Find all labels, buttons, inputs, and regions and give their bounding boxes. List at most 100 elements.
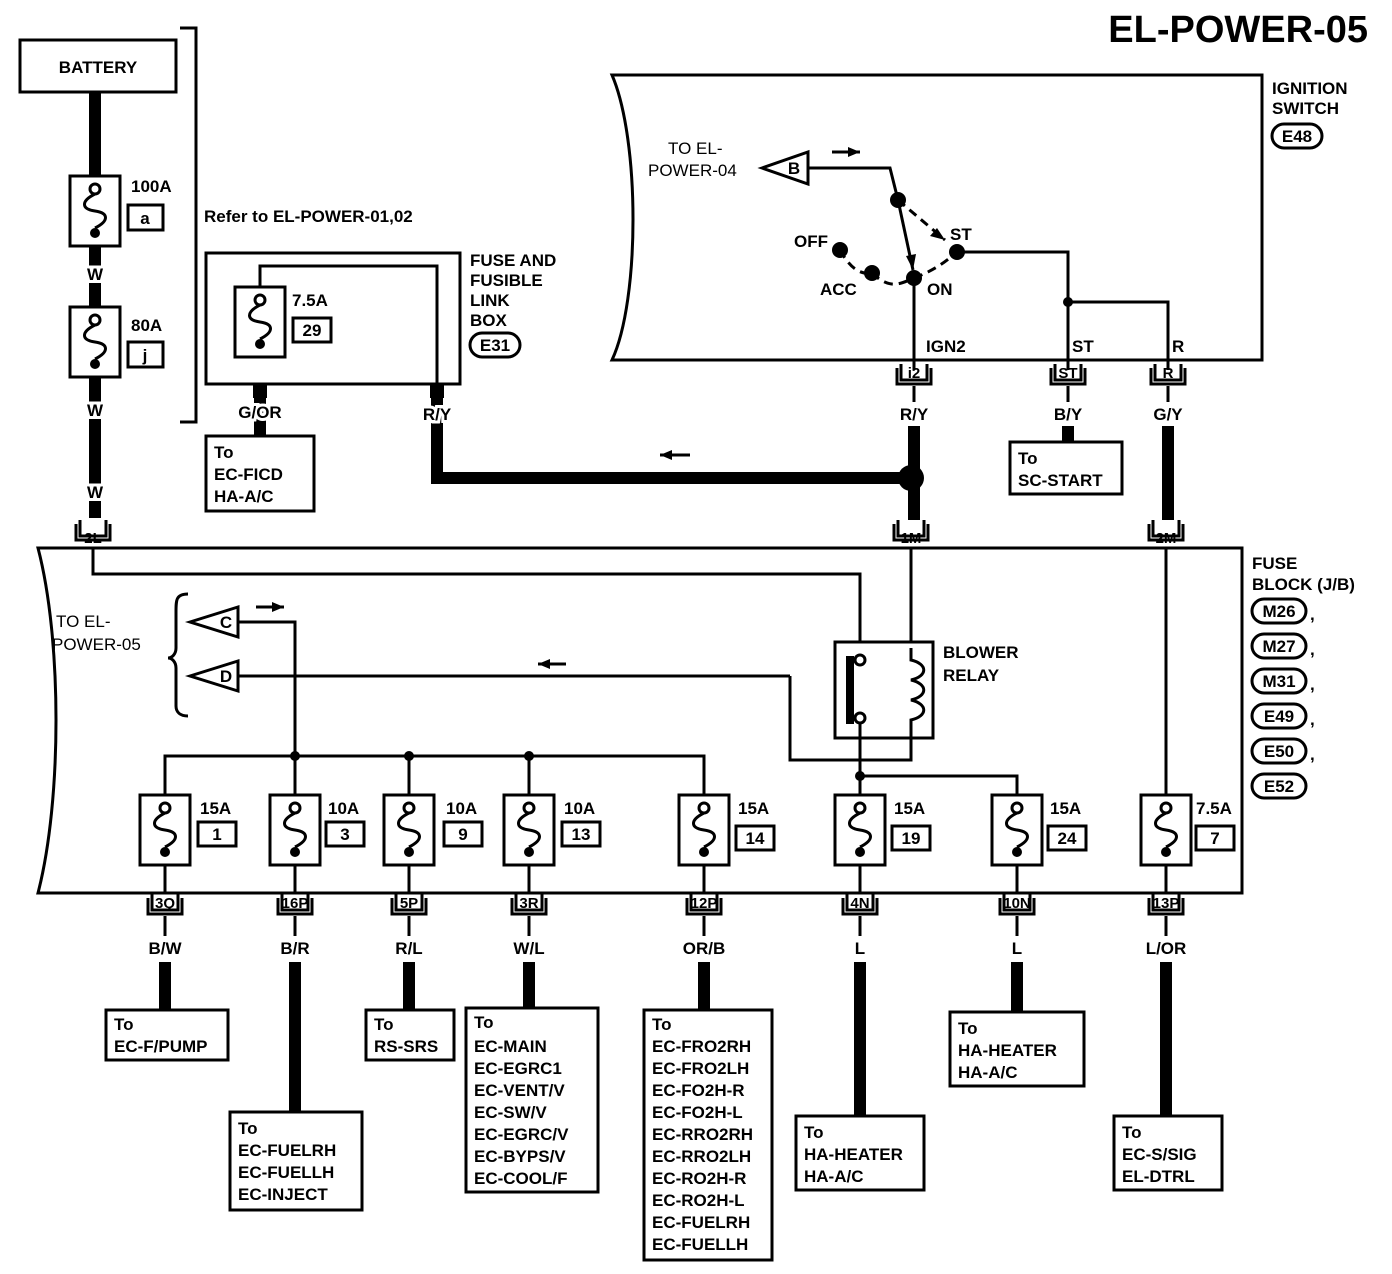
fuse-link-box-title-2: FUSIBLE xyxy=(470,271,543,290)
connector-3r-label: 3R xyxy=(519,895,538,912)
wire-color-b-w: B/W xyxy=(148,939,182,958)
dest-main-box xyxy=(464,1006,600,1194)
fuse-1 xyxy=(138,793,192,867)
fuse-7-id: 7 xyxy=(1210,829,1219,848)
dest-fpump-line-1: EC-F/PUMP xyxy=(114,1037,208,1056)
blower-relay-label-1: BLOWER xyxy=(943,643,1019,662)
fuse-block-connector-sep-4: , xyxy=(1310,710,1315,729)
fuse-29-id: 29 xyxy=(303,321,322,340)
offpage-c-label: C xyxy=(220,613,232,632)
ignition-switch-title-2: SWITCH xyxy=(1272,99,1339,118)
connector-i2-label: i2 xyxy=(908,365,921,382)
fuse-24 xyxy=(990,793,1044,867)
to-el-power-04-line1: TO EL- xyxy=(668,139,722,158)
dest-srs-box xyxy=(364,1008,456,1062)
offpage-b-label: B xyxy=(788,159,800,178)
page-title: EL-POWER-05 xyxy=(1108,9,1368,51)
dest-o2-to: To xyxy=(652,1015,672,1034)
dest-o2-line-1: EC-FRO2RH xyxy=(652,1037,751,1056)
dest-main-line-6: EC-BYPS/V xyxy=(474,1147,566,1166)
dest-fuel-line-3: EC-INJECT xyxy=(238,1185,328,1204)
connector-2l-label: 2L xyxy=(84,530,102,547)
dest-ssig-box xyxy=(1112,1114,1224,1192)
fuse-block-connector-sep-3: , xyxy=(1310,675,1315,694)
connector-4n-label: 4N xyxy=(850,895,869,912)
fuse-19-amp: 15A xyxy=(894,799,925,818)
dest-srs-line-1: RS-SRS xyxy=(374,1037,438,1056)
dest-o2-line-9: EC-FUELRH xyxy=(652,1213,750,1232)
dest-o2-line-8: EC-RO2H-L xyxy=(652,1191,745,1210)
to-el-power-05-line2: POWER-05 xyxy=(52,635,141,654)
fusible-link-100a-amp: 100A xyxy=(131,177,172,196)
dest-heater1-to: To xyxy=(804,1123,824,1142)
connector-1m-label: 1M xyxy=(901,530,922,547)
fuse-block-connector-sep-1: , xyxy=(1310,605,1315,624)
dest-sc-start-line-1: SC-START xyxy=(1018,471,1103,490)
fuse-13 xyxy=(502,793,556,867)
dest-o2-line-5: EC-RRO2RH xyxy=(652,1125,753,1144)
dest-main-line-5: EC-EGRC/V xyxy=(474,1125,569,1144)
fuse-link-box-title-1: FUSE AND xyxy=(470,251,556,270)
dest-srs-to: To xyxy=(374,1015,394,1034)
connector-r-label: R xyxy=(1163,365,1174,382)
dest-o2-box xyxy=(642,1008,774,1262)
fuse-3-amp: 10A xyxy=(328,799,359,818)
wire-r-y-harness xyxy=(431,398,908,484)
wire-color-r-y-1: R/Y xyxy=(423,405,452,424)
fuse-link-box-connector: E31 xyxy=(480,336,510,355)
dest-main-line-3: EC-VENT/V xyxy=(474,1081,565,1100)
dest-sc-start-box xyxy=(1008,440,1124,496)
dest-o2-line-6: EC-RRO2LH xyxy=(652,1147,751,1166)
connector-st-label: ST xyxy=(1058,365,1077,382)
fuse-7-amp: 7.5A xyxy=(1196,799,1232,818)
fuse-7 xyxy=(1139,793,1193,867)
wire-color-w1: W xyxy=(87,265,104,284)
connector-3q-label: 3Q xyxy=(155,895,175,912)
dest-heater2-line-2: HA-A/C xyxy=(958,1063,1018,1082)
wire-color-b-r: B/R xyxy=(280,939,309,958)
dest-o2-line-10: EC-FUELLH xyxy=(652,1235,748,1254)
position-acc-label: ACC xyxy=(820,280,857,299)
dest-main-line-7: EC-COOL/F xyxy=(474,1169,568,1188)
to-el-power-05-brace xyxy=(167,592,189,718)
fuse-block-connector-sep-5: , xyxy=(1310,745,1315,764)
fusible-link-100a-id: a xyxy=(140,209,150,228)
wire-color-b-y: B/Y xyxy=(1054,405,1083,424)
fuse-link-box-title-4: BOX xyxy=(470,311,508,330)
fuse-19 xyxy=(833,793,887,867)
fuse-24-amp: 15A xyxy=(1050,799,1081,818)
fuse-14-amp: 15A xyxy=(738,799,769,818)
fuse-block-connector-m31: M31 xyxy=(1262,672,1295,691)
wire-color-w-l: W/L xyxy=(513,939,544,958)
dest-ficd-box xyxy=(204,434,316,513)
fuse-block-box xyxy=(36,546,1244,895)
dest-heater1-box xyxy=(794,1114,926,1192)
fuse-block-connector-m27: M27 xyxy=(1262,637,1295,656)
fuse-24-id: 24 xyxy=(1058,829,1077,848)
fuse-29-amp: 7.5A xyxy=(292,291,328,310)
dest-main-line-1: EC-MAIN xyxy=(474,1037,547,1056)
terminal-r: R xyxy=(1172,337,1184,356)
fusible-link-100a xyxy=(68,174,122,248)
dest-ssig-to: To xyxy=(1122,1123,1142,1142)
position-on-label: ON xyxy=(927,280,953,299)
connector-10n-label: 10N xyxy=(1003,895,1031,912)
terminal-st: ST xyxy=(1072,337,1094,356)
connector-12p-label: 12P xyxy=(691,895,718,912)
fuse-14 xyxy=(677,793,731,867)
dest-fpump-to: To xyxy=(114,1015,134,1034)
fusible-link-80a xyxy=(68,305,122,379)
blower-relay-label-2: RELAY xyxy=(943,666,1000,685)
connector-5p-label: 5P xyxy=(400,895,418,912)
wire-color-l-1: L xyxy=(855,939,865,958)
fuse-1-id: 1 xyxy=(212,825,221,844)
fuse-9-id: 9 xyxy=(458,825,467,844)
fuse-block-connector-m26: M26 xyxy=(1262,602,1295,621)
fuse-3-id: 3 xyxy=(340,825,349,844)
fuse-14-id: 14 xyxy=(746,829,765,848)
dest-o2-line-7: EC-RO2H-R xyxy=(652,1169,746,1188)
fusible-link-80a-id: j xyxy=(142,346,148,365)
wire-color-r-l: R/L xyxy=(395,939,422,958)
wire-color-l-or: L/OR xyxy=(1146,939,1187,958)
dest-heater2-to: To xyxy=(958,1019,978,1038)
